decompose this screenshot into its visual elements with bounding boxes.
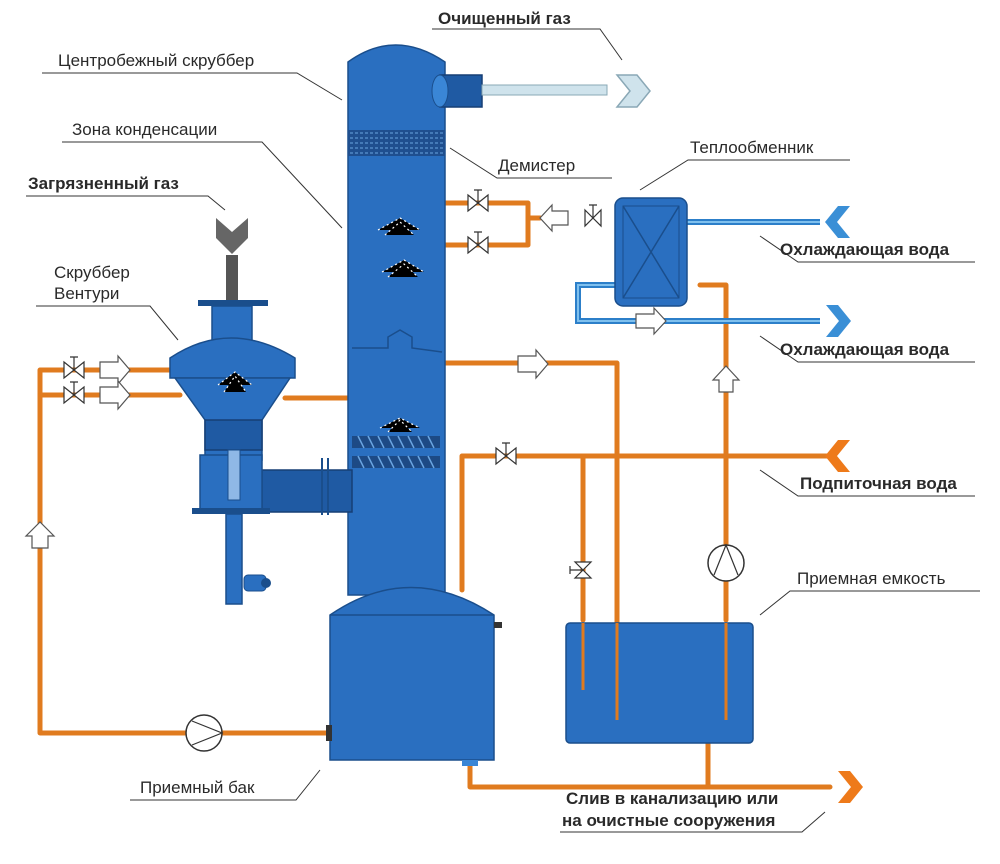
labels: Очищенный газ Центробежный скруббер Зона…	[28, 9, 957, 830]
makeup-chevron	[825, 440, 850, 472]
label-condensation-zone: Зона конденсации	[72, 120, 217, 139]
chevron-arrow-icon	[216, 74, 863, 803]
dirty-gas-chevron	[216, 218, 248, 254]
spray-patterns	[377, 217, 425, 433]
heat-exchanger	[614, 197, 688, 307]
venturi-head	[169, 337, 296, 379]
column-body	[347, 44, 446, 596]
label-venturi-2: Вентури	[54, 284, 119, 303]
label-cooling-water-out: Охлаждающая вода	[780, 340, 950, 359]
label-heat-exchanger: Теплообменник	[690, 138, 814, 157]
cooling-out-chevron	[826, 305, 851, 337]
venturi-to-column-duct	[261, 469, 353, 513]
swirl-vanes	[352, 435, 440, 469]
centrifugal-scrubber-column	[261, 44, 608, 596]
leader-lines	[26, 28, 980, 833]
clean-gas-duct	[481, 84, 608, 96]
motor-icon	[243, 574, 271, 592]
receiving-vessel	[565, 622, 754, 744]
label-dirty-gas: Загрязненный газ	[28, 174, 179, 193]
receiving-vessel-body	[565, 622, 754, 744]
venturi-scrubber	[169, 255, 296, 605]
label-centrifugal-scrubber: Центробежный скруббер	[58, 51, 254, 70]
label-venturi-1: Скруббер	[54, 263, 130, 282]
label-receiving-tank: Приемный бак	[140, 778, 255, 797]
drain-chevron	[838, 771, 863, 803]
drain-pipe	[467, 757, 833, 790]
venturi-inlet-neck	[211, 305, 253, 343]
receiving-tank	[326, 586, 502, 766]
demister-mesh	[348, 130, 445, 156]
venturi-drain-leg	[225, 513, 243, 605]
cooling-pipes	[575, 219, 820, 324]
flow-arrow-icon	[24, 203, 741, 549]
makeup-water-pipe	[459, 453, 833, 593]
clean-gas-chevron	[615, 74, 651, 108]
cooling-in-chevron	[825, 206, 850, 238]
recirc-pipe-main	[37, 367, 333, 736]
label-drain-2: на очистные сооружения	[562, 811, 775, 830]
hx-feed-pipe	[697, 282, 729, 623]
label-receiving-vessel: Приемная емкость	[797, 569, 946, 588]
valve-icon	[63, 189, 602, 579]
label-makeup-water: Подпиточная вода	[800, 474, 957, 493]
label-drain-1: Слив в канализацию или	[566, 789, 778, 808]
venturi-throat	[204, 419, 263, 451]
receiving-tank-body	[329, 586, 495, 761]
dirty-gas-inlet-pipe	[226, 255, 238, 300]
column-drain-pipe	[442, 360, 620, 723]
label-cooling-water-in: Охлаждающая вода	[780, 240, 950, 259]
label-clean-gas: Очищенный газ	[438, 9, 571, 28]
pump-icon	[185, 543, 745, 752]
label-demister: Демистер	[498, 156, 575, 175]
